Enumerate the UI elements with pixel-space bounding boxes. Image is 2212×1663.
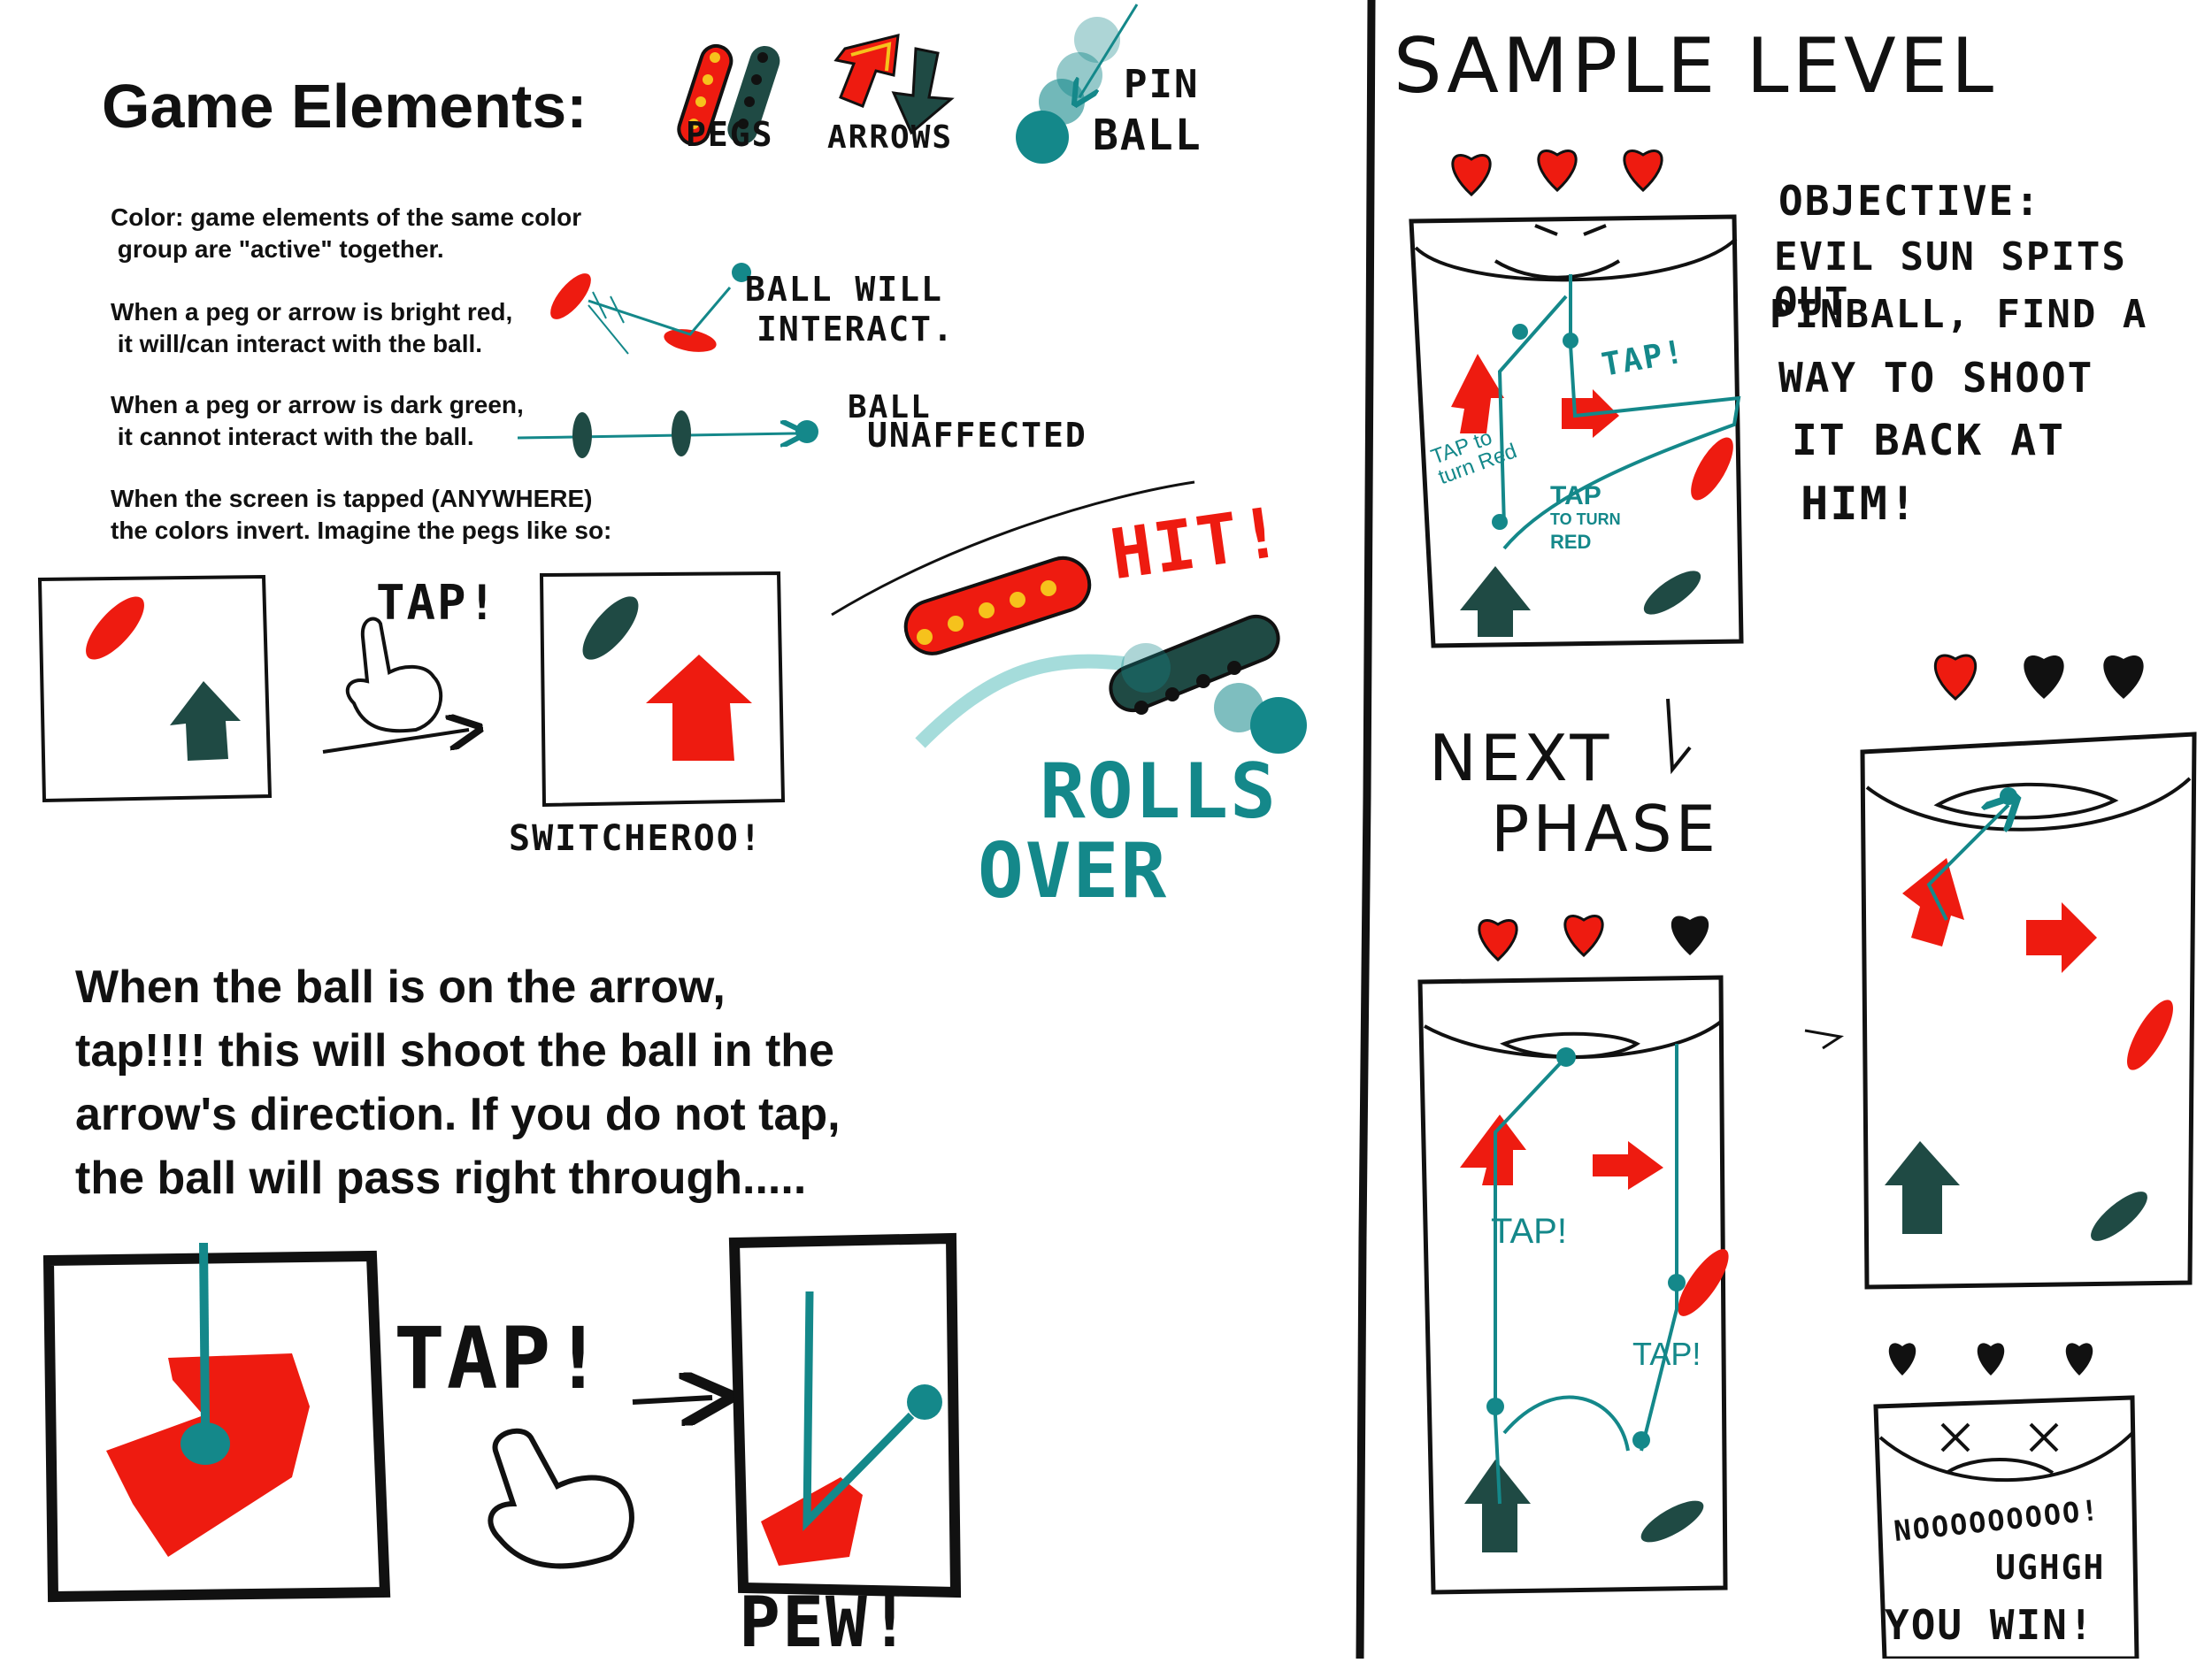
tap-rule-line-1: When the screen is tapped (ANYWHERE) xyxy=(111,485,593,512)
objective-line-5: IT BACK AT xyxy=(1792,416,2065,465)
red-interact-sketch xyxy=(550,263,751,355)
objective-line-1: OBJECTIVE: xyxy=(1778,177,2041,225)
before-tap-box xyxy=(37,574,273,803)
hearts-two-left xyxy=(1478,915,1709,962)
hearts-one-left xyxy=(1933,654,2144,701)
red-rule-line-1: When a peg or arrow is bright red, xyxy=(111,298,513,326)
page-divider xyxy=(1356,0,1376,1659)
pew-box xyxy=(728,1232,962,1598)
panel1-tap-turn-red-line-1: TAP xyxy=(1550,481,1601,510)
hearts-full xyxy=(1451,149,1663,197)
ball-unaffected-line-1: BALL xyxy=(848,389,932,425)
legend-pegs-label: PEGS xyxy=(686,115,774,154)
green-unaffected-sketch xyxy=(517,410,818,458)
green-rule-line-2: it cannot interact with the ball. xyxy=(111,423,474,450)
tap2-label: TAP! xyxy=(394,1309,606,1408)
after-tap-box xyxy=(539,571,786,808)
objective-line-2: EVIL SUN SPITS OUT xyxy=(1774,234,2127,325)
ughgh-label: UGHGH xyxy=(1995,1548,2106,1587)
legend-ball-label: BALL xyxy=(1093,111,1202,160)
legend-pin-label: PIN xyxy=(1124,62,1200,107)
arrow-rule-line-3: arrow's direction. If you do not tap, xyxy=(75,1089,841,1140)
sample-level-title: SAMPLE LEVEL xyxy=(1394,22,1997,111)
pegs-icon xyxy=(677,43,780,146)
pinball-icon xyxy=(1016,4,1139,164)
switcheroo-label: SWITCHEROO! xyxy=(509,818,763,859)
color-rule-line-1: Color: game elements of the same color xyxy=(111,203,582,231)
red-rule-line-2: it will/can interact with the ball. xyxy=(111,330,483,357)
ball-will-label: BALL WILL xyxy=(745,270,943,309)
objective-line-4: WAY TO SHOOT xyxy=(1778,354,2094,402)
panel2-tap-b-label: TAP! xyxy=(1632,1336,1701,1372)
tap-label: TAP! xyxy=(376,575,499,631)
next-phase-arrow xyxy=(1666,698,1692,775)
objective-line-3: PINBALL, FIND A xyxy=(1770,292,2148,337)
panel1-tap-turn-red-label: TAP TO TURN RED xyxy=(1550,481,1621,554)
next-label: NEXT xyxy=(1429,721,1613,795)
level-panel-win xyxy=(1873,1395,2139,1659)
level-panel-3 xyxy=(1860,732,2197,1290)
hearts-empty xyxy=(1888,1343,2093,1376)
rolls-label: ROLLS xyxy=(1040,747,1278,836)
page-title: Game Elements: xyxy=(102,72,588,141)
panel1-tap-turn-red-line-2: TO TURN xyxy=(1550,510,1621,528)
ball-unaffected-line-2: UNAFFECTED xyxy=(867,416,1087,455)
arrow-rule-line-2: tap!!!! this will shoot the ball in the xyxy=(75,1025,834,1077)
legend-arrows-label: ARROWS xyxy=(827,119,954,156)
you-win-label: YOU WIN! xyxy=(1885,1601,2095,1649)
phase-label: PHASE xyxy=(1491,792,1720,866)
tap-rule-line-2: the colors invert. Imagine the pegs like… xyxy=(111,517,612,544)
tap2-hand-icon xyxy=(488,1398,712,1569)
phase-arrow xyxy=(1804,1029,1845,1050)
tap-hand-icon xyxy=(322,617,469,754)
color-rule-line-2: group are "active" together. xyxy=(111,235,444,263)
green-rule-line-1: When a peg or arrow is dark green, xyxy=(111,391,524,418)
arrow-rule-line-1: When the ball is on the arrow, xyxy=(75,962,726,1013)
panel1-tap-turn-red-line-3: RED xyxy=(1550,531,1592,553)
rolls-over-sketch xyxy=(831,480,1307,754)
objective-line-6: HIM! xyxy=(1801,478,1919,531)
level-panel-1 xyxy=(1409,214,1744,648)
arrow-rule-line-4: the ball will pass right through..... xyxy=(75,1153,807,1204)
panel2-tap-a-label: TAP! xyxy=(1491,1212,1567,1251)
interact-label: INTERACT. xyxy=(757,310,955,349)
arrows-icon xyxy=(833,34,955,135)
pew-label: PEW! xyxy=(739,1583,912,1663)
level-panel-2 xyxy=(1417,975,1729,1595)
over-label: OVER xyxy=(978,827,1169,916)
ball-on-arrow-box xyxy=(42,1242,391,1603)
